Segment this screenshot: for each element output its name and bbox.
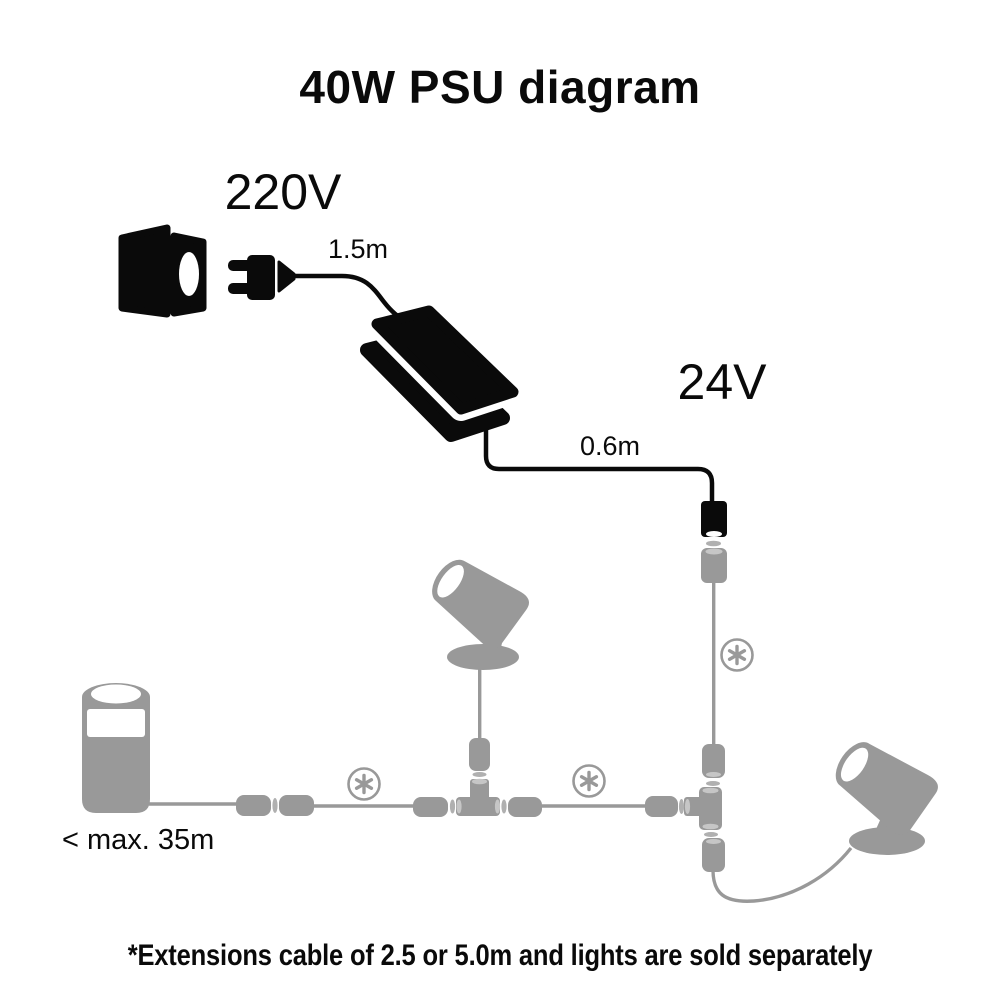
spotlight-right-icon xyxy=(835,742,938,855)
spotlight-cable-middle xyxy=(478,668,482,738)
page-title: 40W PSU diagram xyxy=(299,61,701,113)
output-voltage-label: 24V xyxy=(677,354,767,410)
psu-brick-icon xyxy=(294,273,525,442)
dc-output-cable xyxy=(483,420,715,503)
dc-connector-black xyxy=(701,501,727,537)
connector-gap xyxy=(472,772,487,777)
dc-connector-gray xyxy=(701,548,727,583)
extension-connector-top xyxy=(702,744,725,778)
asterisk-marker-icon xyxy=(347,767,381,801)
output-cable-length-label: 0.6m xyxy=(579,431,641,461)
max-run-label: < max. 35m xyxy=(62,824,215,856)
extension-connector-middle xyxy=(469,738,490,771)
footnote: *Extensions cable of 2.5 or 5.0m and lig… xyxy=(0,941,1000,971)
power-plug-icon xyxy=(228,255,296,300)
wall-socket-icon xyxy=(118,224,207,318)
asterisk-marker-icon xyxy=(572,764,606,798)
vertical-cable xyxy=(712,582,716,745)
spotlight-cable-right xyxy=(711,846,853,903)
cable-connector-pair-left xyxy=(236,795,314,816)
spotlight-lens xyxy=(437,564,464,598)
spotlight-middle-icon xyxy=(432,559,529,670)
bollard-light-icon xyxy=(82,683,150,813)
connector-gap xyxy=(449,799,456,814)
bollard-diffuser-band xyxy=(87,709,145,737)
t-connector-right-icon xyxy=(684,787,722,830)
socket-hole xyxy=(179,252,199,296)
connector-gap xyxy=(706,781,720,786)
right-t-barrel xyxy=(645,796,678,817)
mains-voltage-label: 220V xyxy=(224,164,342,220)
footnote-text: *Extensions cable of 2.5 or 5.0m and lig… xyxy=(127,939,873,972)
connector-gap xyxy=(704,832,718,837)
mains-cable-length-label: 1.5m xyxy=(327,234,389,264)
t-connector-middle-icon xyxy=(456,778,501,816)
extension-connector-bottom xyxy=(702,838,725,872)
connector-gap xyxy=(678,799,685,814)
connector-gap xyxy=(706,540,721,547)
connector-gap xyxy=(501,799,507,814)
bollard-top-opening xyxy=(91,684,141,704)
spotlight-lens xyxy=(840,747,869,782)
asterisk-marker-icon xyxy=(720,638,754,672)
t-barrel-left xyxy=(413,797,448,817)
t-barrel-right xyxy=(508,797,542,817)
